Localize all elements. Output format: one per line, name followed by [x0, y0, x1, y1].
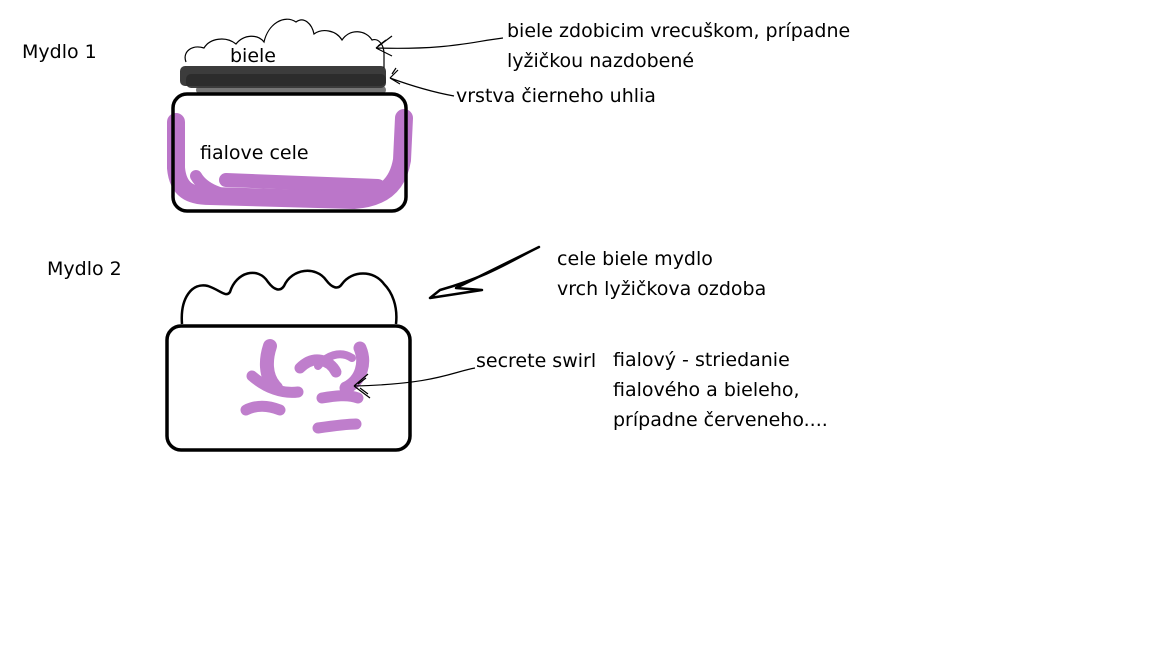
soap1-charcoal-layer [180, 66, 386, 94]
soap1-layer-note: vrstva čierneho uhlia [456, 85, 656, 107]
soap1-charcoal-arrow [389, 67, 455, 97]
soap2-top-arrow [428, 245, 541, 300]
soap2-title: Mydlo 2 [47, 258, 122, 280]
soap1-top-label: biele [230, 45, 276, 67]
soap1-decoration-arrow [375, 35, 504, 57]
soap1-title: Mydlo 1 [22, 41, 97, 63]
soap2-top-note: cele biele mydlo vrch lyžičkova ozdoba [557, 248, 767, 300]
soap1-decoration-note: biele zdobicim vrecuškom, prípadne lyžič… [507, 20, 851, 72]
soap2-box-outline [165, 324, 412, 452]
soap1-body-label: fialove cele [200, 142, 309, 164]
soap1-white-top-outline [184, 18, 385, 68]
soap2-swirl-arrow [353, 367, 476, 399]
soap2-purple-swirl [240, 339, 370, 434]
soap1-box-outline [171, 92, 408, 213]
soap2-swirl-note: fialový - striedanie fialového a bieleho… [613, 349, 828, 431]
soap1-purple-fill [167, 109, 413, 209]
soap2-swirl-label: secrete swirl [476, 350, 597, 372]
soap2-scalloped-top [180, 269, 398, 325]
